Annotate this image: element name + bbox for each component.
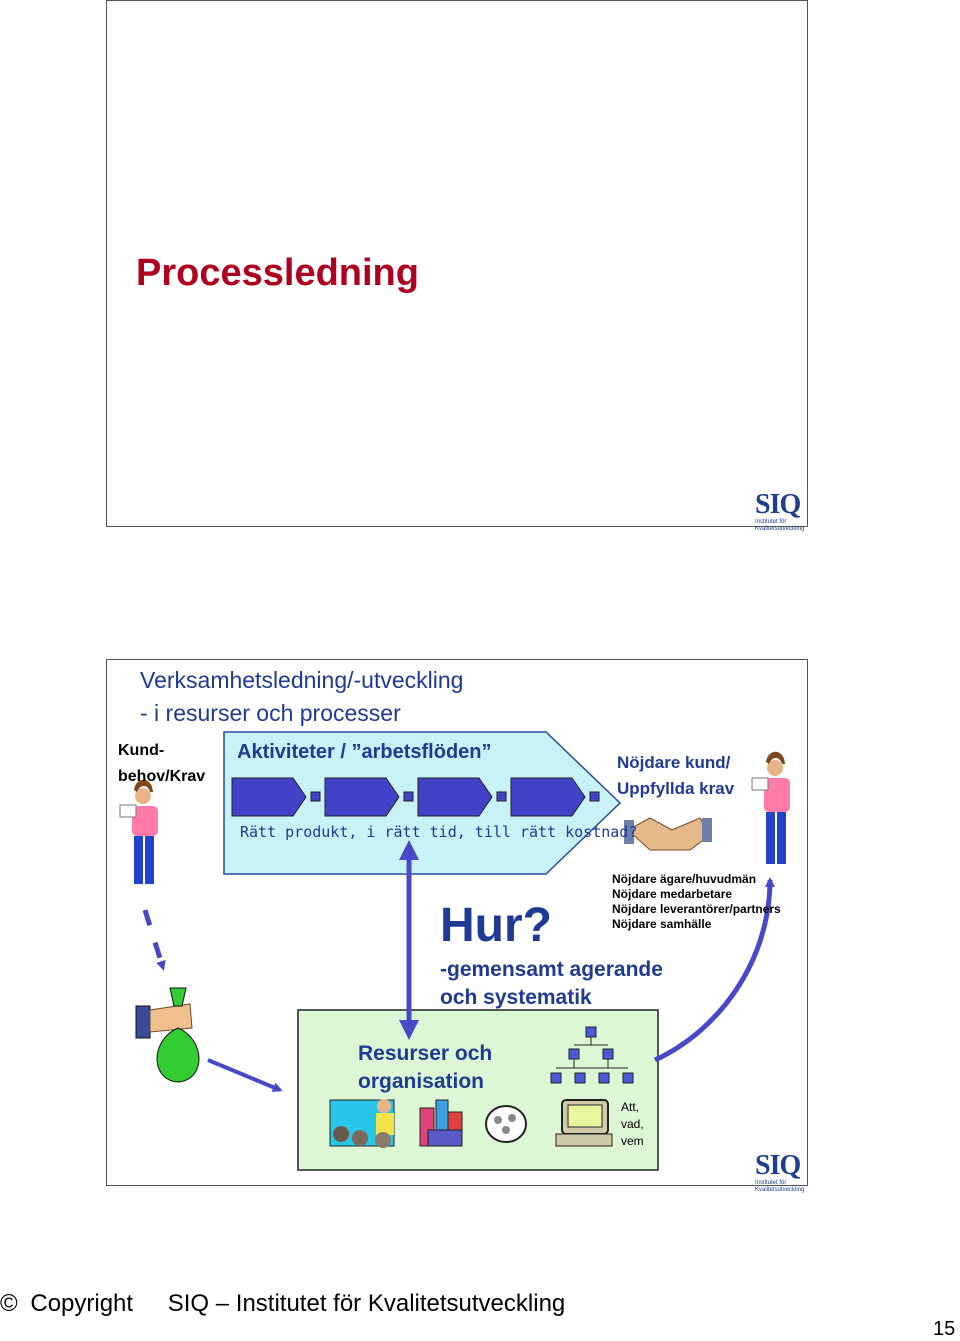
att-line: Att, [621,1100,640,1114]
handshake-icon [624,817,712,851]
satisfied-customer-line1: Nöjdare kund/ [617,753,731,772]
att-vad-vem-label: Att, vad, vem [621,1099,644,1150]
dashed-arrow-down [142,909,166,971]
cooperation-line1: -gemensamt agerande [440,958,663,981]
stakeholder-item: Nöjdare samhälle [612,917,712,931]
page-number: 15 [933,1318,956,1340]
process-step-4 [510,777,586,817]
double-arrow-vertical [399,840,419,1040]
activities-label: Aktiviteter / ”arbetsflöden” [237,741,492,763]
org-chart-icon [550,1026,634,1084]
resources-label: Resurser och organisation [358,1040,492,1096]
cooperation-label: -gemensamt agerande och systematik [440,956,663,1012]
gears-icon [485,1105,527,1143]
siq-logo-sub1: Institutet för [755,1180,787,1186]
kund-label: Kund- behov/Krav [118,738,205,790]
siq-logo-sub2: Kvalitetsutveckling [755,526,805,532]
siq-logo-slide-1: SIQ Institutet för Kvalitetsutveckling [755,491,804,533]
buildings-icon [419,1099,463,1147]
att-line: vad, [621,1117,644,1131]
meeting-icon [329,1099,395,1148]
satisfied-customer-label: Nöjdare kund/ Uppfyllda krav [617,750,734,802]
copyright-symbol: © [0,1290,18,1317]
slide-2-heading-line1: Verksamhetsledning/-utveckling [140,667,464,693]
slide-2-heading-line2: - i resurser och processer [140,700,401,726]
hur-heading: Hur? [440,899,552,952]
money-bag-icon [135,987,200,1083]
resources-line2: organisation [358,1070,485,1093]
stakeholder-list: Nöjdare ägare/huvudmän Nöjdare medarbeta… [612,872,781,932]
footer-copyright: © Copyright SIQ – Institutet för Kvalite… [0,1290,565,1318]
process-steps [231,777,600,817]
resources-line1: Resurser och [358,1042,493,1065]
cooperation-line2: och systematik [440,986,592,1009]
process-step-3 [417,777,493,817]
process-step-2 [324,777,400,817]
siq-logo-text: SIQ [755,1150,801,1181]
footer-org: SIQ – Institutet för Kvalitetsutveckling [167,1290,566,1317]
siq-logo-sub1: Institutet för [755,519,787,525]
stakeholder-item: Nöjdare ägare/huvudmän [612,872,757,886]
computer-icon [555,1099,613,1147]
stakeholder-item: Nöjdare medarbetare [612,887,733,901]
copyright-label: Copyright [30,1290,134,1317]
process-step-1 [231,777,307,817]
stakeholder-item: Nöjdare leverantörer/partners [612,902,781,916]
kund-label-line1: Kund- [118,742,165,759]
process-connector-4 [589,791,600,802]
right-product-question: Rätt produkt, i rätt tid, till rätt kost… [240,823,638,841]
arrow-to-resources [207,1058,283,1092]
siq-logo-text: SIQ [755,489,801,520]
customer-figure-right [751,751,790,864]
satisfied-customer-line2: Uppfyllda krav [617,779,735,798]
slide-1 [106,0,808,527]
curved-arrow-up [653,877,775,1063]
process-connector-1 [310,791,321,802]
customer-figure-left [119,779,158,884]
slide-2-heading: Verksamhetsledning/-utveckling - i resur… [140,664,463,730]
att-line: vem [621,1134,644,1148]
process-connector-2 [403,791,414,802]
slide-1-title: Processledning [136,252,419,294]
kund-label-line2: behov/Krav [118,768,206,785]
siq-logo-slide-2: SIQ Institutet för Kvalitetsutveckling [755,1152,804,1194]
siq-logo-sub2: Kvalitetsutveckling [755,1187,805,1193]
process-connector-3 [496,791,507,802]
